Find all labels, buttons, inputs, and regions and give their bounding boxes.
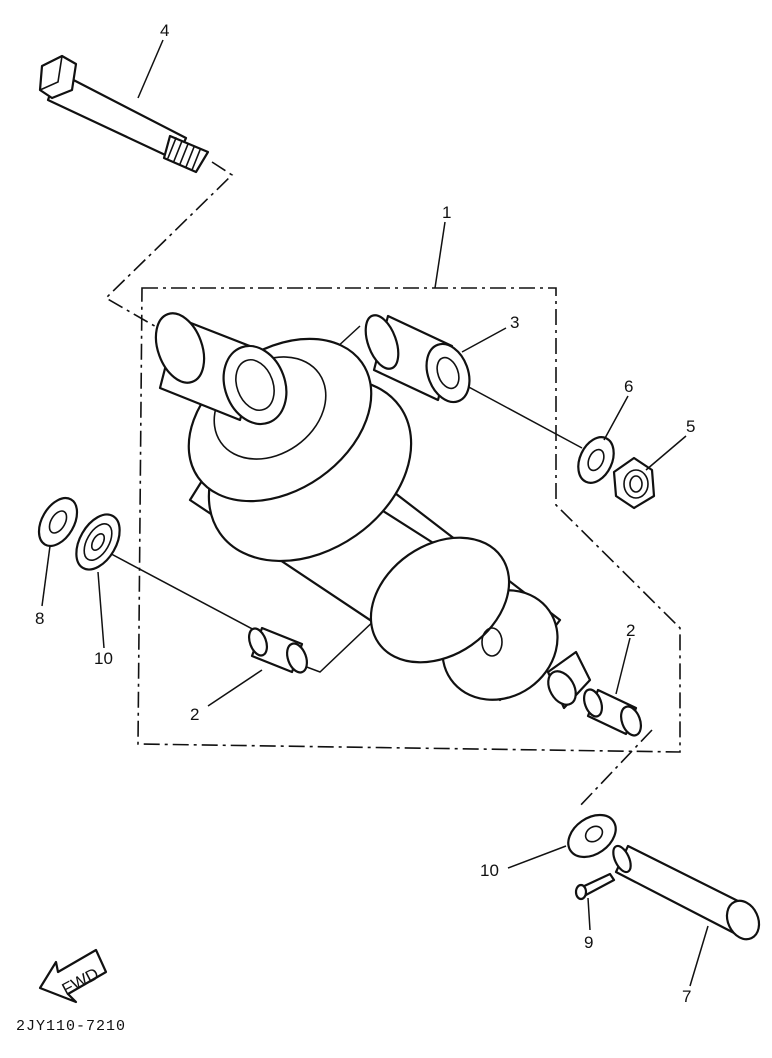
leader-10-right (507, 845, 567, 869)
leader-7 (689, 925, 709, 987)
washer-part-8 (37, 497, 79, 547)
callout-6: 6 (624, 377, 633, 396)
leader-3 (461, 327, 507, 353)
diagram-code: 2JY110-7210 (16, 1018, 127, 1035)
leader-6 (603, 395, 629, 441)
leader-2-right (615, 637, 631, 695)
washer-part-6 (577, 436, 615, 484)
callout-7: 7 (682, 987, 691, 1006)
callout-4: 4 (160, 21, 169, 40)
collar-axis-line (451, 377, 583, 449)
assembly-boundary (137, 287, 681, 753)
forward-direction-arrow: FWD (38, 948, 108, 1004)
callout-10-left: 10 (94, 649, 113, 668)
callout-10-right: 10 (480, 861, 499, 880)
callout-3: 3 (510, 313, 519, 332)
collar-part-3 (364, 314, 471, 404)
leader-4 (137, 39, 164, 99)
upper-eye-sleeve (154, 312, 288, 426)
bolt-guide-line (104, 161, 234, 333)
seal-part-10-right (567, 813, 617, 859)
callout-1: 1 (442, 203, 451, 222)
leader-10-left (97, 571, 105, 649)
callout-8: 8 (35, 609, 44, 628)
lower-guide-line (577, 729, 653, 809)
leader-5 (645, 435, 687, 471)
bolt-part-4 (38, 54, 210, 174)
collar-part-2-right (582, 688, 642, 737)
callout-9: 9 (584, 933, 593, 952)
nut-part-5 (612, 456, 656, 510)
collar-part-2-left (247, 626, 308, 674)
pin-part-7 (612, 844, 761, 941)
leader-9 (587, 897, 591, 931)
leader-8 (41, 545, 51, 607)
callout-5: 5 (686, 417, 695, 436)
leader-1 (434, 221, 446, 289)
leader-2-left (207, 669, 263, 707)
seal-part-10-left (75, 513, 121, 571)
callout-2-left: 2 (190, 705, 199, 724)
cotter-pin-part-9 (574, 872, 616, 901)
washer-axis-line (99, 547, 259, 633)
callout-2-right: 2 (626, 621, 635, 640)
